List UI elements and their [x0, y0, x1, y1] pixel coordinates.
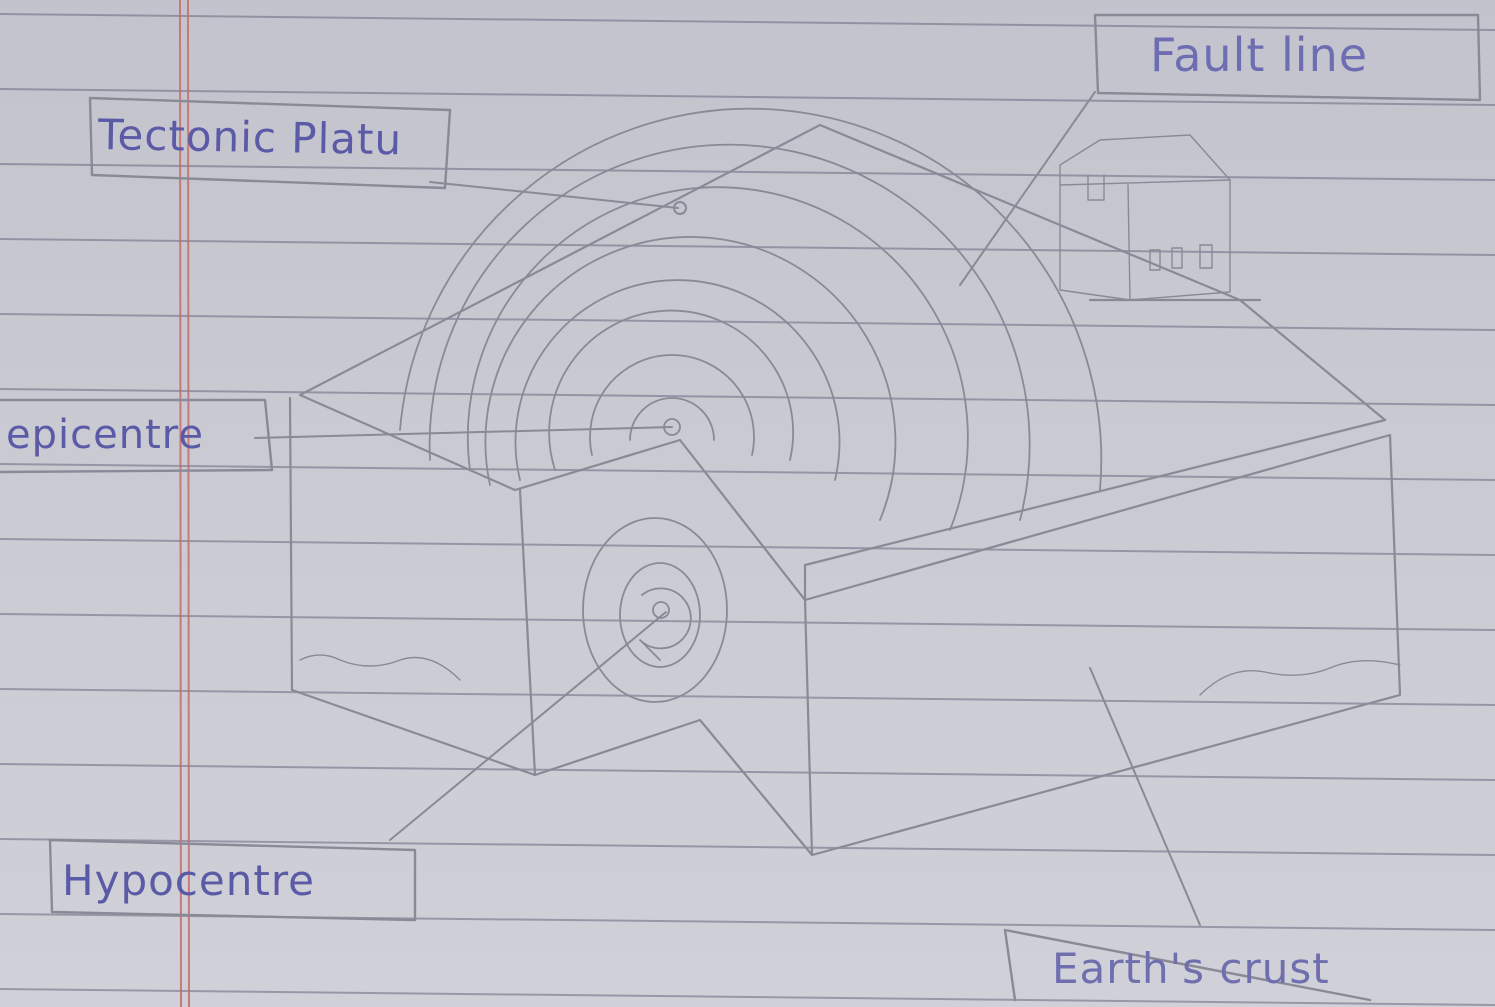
epicentre-label: epicentre [6, 412, 204, 458]
ruled-line [0, 389, 1495, 405]
ruled-line [0, 314, 1495, 330]
leader-tectonic [430, 182, 678, 208]
ruled-line [0, 614, 1495, 630]
plate-top-edge [820, 125, 1385, 420]
tectonic-plate-label: Tectonic Platu [98, 110, 403, 164]
left-crust-block [290, 125, 820, 775]
house [1060, 135, 1230, 300]
earths-crust-label: Earth's crust [1052, 944, 1330, 993]
ruled-line [0, 539, 1495, 555]
ruled-line [0, 464, 1495, 480]
ruled-line [0, 839, 1495, 855]
ruled-line [0, 689, 1495, 705]
leader-epicentre [255, 427, 672, 438]
ruled-line [0, 239, 1495, 255]
leader-crust [1090, 668, 1200, 925]
fault-line-label: Fault line [1150, 28, 1368, 82]
leader-fault [960, 92, 1095, 285]
left-block-texture [300, 655, 460, 680]
right-block-texture [1200, 661, 1400, 695]
ruled-line [0, 164, 1495, 180]
leader-lines [255, 92, 1200, 925]
hypocentre-label: Hypocentre [62, 856, 315, 905]
right-crust-block [805, 420, 1400, 855]
